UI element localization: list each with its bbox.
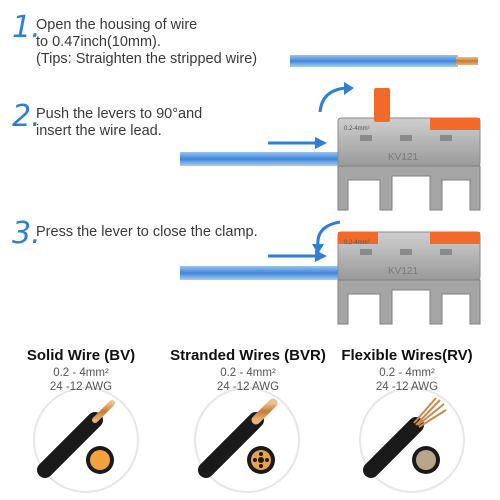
stranded-wire-title: Stranded Wires (BVR) <box>170 347 326 364</box>
solid-wire-title: Solid Wire (BV) <box>26 347 136 364</box>
step-2-illustration: 0.2-4mm² KV121 <box>180 82 481 211</box>
rotate-up-arrow-icon <box>318 86 347 113</box>
solid-wire-illustration <box>33 387 139 493</box>
step-1-line-2: to 0.47inch(10mm). <box>36 34 161 50</box>
arrowhead-icon <box>344 82 354 95</box>
connector-base <box>337 165 481 211</box>
flexible-wire-illustration <box>359 387 465 493</box>
step-1-number: 1. <box>12 10 41 45</box>
flexible-wire-title: Flexible Wires(RV) <box>341 347 473 364</box>
step-2-line-2: insert the wire lead. <box>36 123 162 139</box>
rotate-down-arrow-icon <box>316 220 341 247</box>
step-3-line-1: Press the lever to close the clamp. <box>36 224 258 240</box>
connector-model-label: KV121 <box>388 152 418 163</box>
connector-model-label: KV121 <box>388 266 418 277</box>
step-2-text: Push the levers to 90°and insert the wir… <box>36 106 202 140</box>
lever-closed <box>430 118 480 130</box>
step-1-text: Open the housing of wire to 0.47inch(10m… <box>36 17 257 68</box>
wire-copper-tip <box>456 57 478 65</box>
connector-range-label: 0.2-4mm² <box>344 126 370 132</box>
flexible-wire-spec-2: 24 -12 AWG <box>375 381 439 393</box>
wire-insulation <box>180 266 345 280</box>
step-3-text: Press the lever to close the clamp. <box>36 224 258 241</box>
arrowhead-icon <box>312 244 324 254</box>
lever-open <box>374 88 390 122</box>
step-3-number: 3. <box>12 216 41 251</box>
flexible-wire-spec-1: 0.2 - 4mm² <box>379 367 435 379</box>
connector-base <box>337 279 481 325</box>
solid-wire-spec-1: 0.2 - 4mm² <box>53 367 109 379</box>
stranded-wire-spec-2: 24 -12 AWG <box>216 381 280 393</box>
step-1-line-1: Open the housing of wire <box>36 17 198 33</box>
connector-range-label: 0.2-4mm² <box>344 240 370 246</box>
insert-arrow-icon <box>315 250 327 262</box>
step-1-wire <box>290 55 478 67</box>
step-2-number: 2. <box>12 99 41 134</box>
step-2-line-1: Push the levers to 90°and <box>36 106 203 122</box>
stranded-wire-illustration <box>194 387 300 493</box>
solid-wire-spec-2: 24 -12 AWG <box>49 381 113 393</box>
wire-insulation <box>180 152 345 166</box>
step-1-line-3: (Tips: Straighten the stripped wire) <box>36 51 258 67</box>
stranded-wire-spec-1: 0.2 - 4mm² <box>220 367 276 379</box>
lever-closed <box>338 232 378 244</box>
step-3-illustration: 0.2-4mm² KV121 <box>180 220 481 325</box>
wire-insulation <box>290 55 458 67</box>
lever-closed <box>430 232 480 244</box>
insert-arrow-icon <box>315 137 327 149</box>
